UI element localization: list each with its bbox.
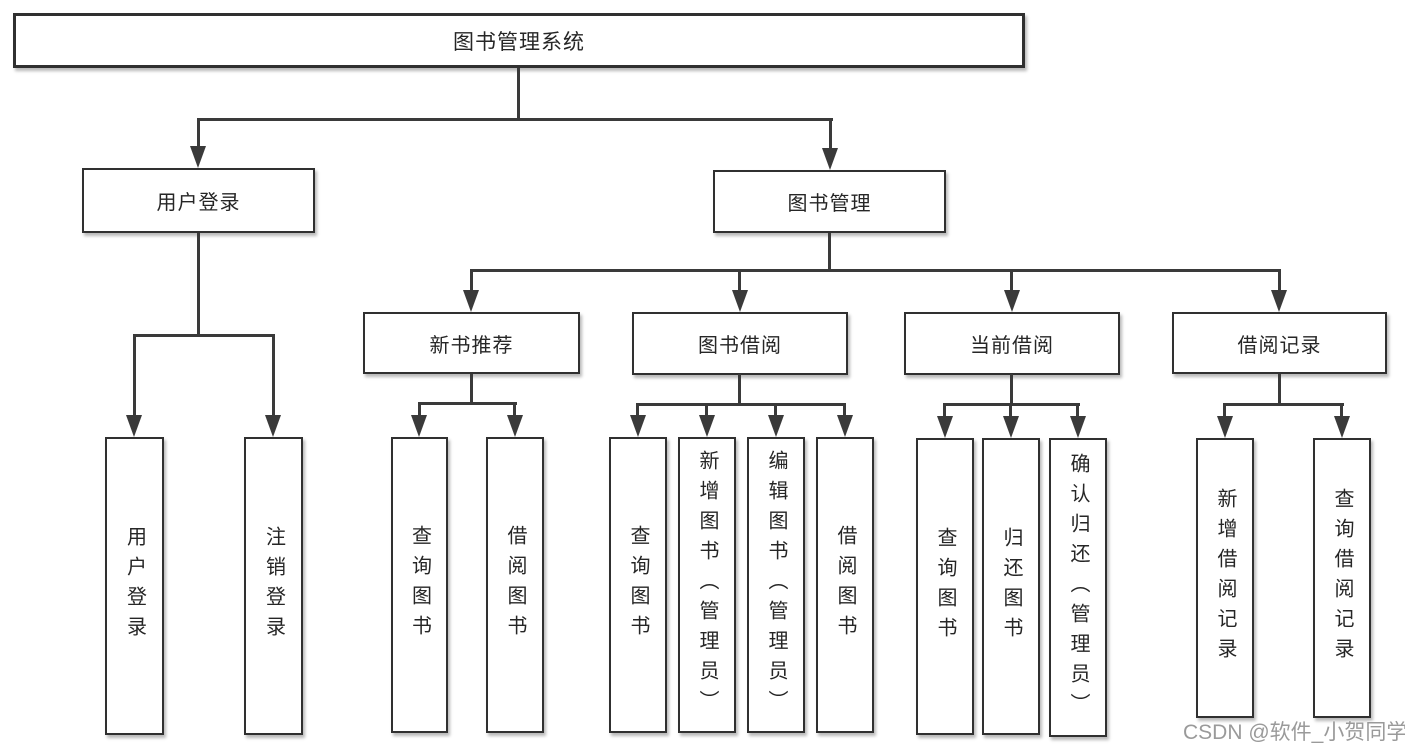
arrow-down-icon — [1217, 416, 1233, 438]
node-query-books-recommend: 查询图书 — [391, 437, 448, 733]
arrow-down-icon — [1334, 416, 1350, 438]
connector-line — [843, 403, 846, 416]
node-user-login: 用户登录 — [82, 168, 315, 233]
connector-line — [943, 403, 946, 417]
connector-line — [197, 118, 833, 121]
node-borrow-books-leaf: 借阅图书 — [816, 437, 874, 733]
arrow-down-icon — [837, 415, 853, 437]
arrow-down-icon — [463, 290, 479, 312]
connector-line — [738, 374, 741, 406]
arrow-down-icon — [937, 416, 953, 438]
connector-line — [1010, 269, 1013, 292]
connector-line — [272, 334, 275, 416]
arrow-down-icon — [1271, 290, 1287, 312]
node-book-borrowing: 图书借阅 — [632, 312, 848, 375]
node-borrow-books-recommend: 借阅图书 — [486, 437, 544, 733]
csdn-watermark: CSDN @软件_小贺同学 — [1183, 721, 1405, 744]
connector-line — [197, 233, 200, 335]
connector-line — [828, 233, 831, 271]
connector-line — [470, 374, 473, 404]
node-add-borrow-record: 新增借阅记录 — [1196, 438, 1254, 718]
connector-line — [1076, 403, 1079, 417]
connector-line — [513, 402, 516, 416]
node-query-books-borrowing: 查询图书 — [609, 437, 667, 733]
node-edit-books-admin: 编辑图书（管理员） — [747, 437, 805, 733]
arrow-down-icon — [732, 290, 748, 312]
connector-line — [197, 118, 200, 148]
arrow-down-icon — [1004, 290, 1020, 312]
connector-line — [133, 334, 275, 337]
node-query-borrow-record: 查询借阅记录 — [1313, 438, 1371, 718]
node-new-book-recommend: 新书推荐 — [363, 312, 580, 374]
connector-line — [418, 402, 517, 405]
node-add-books-admin: 新增图书（管理员） — [678, 437, 736, 733]
arrow-down-icon — [630, 415, 646, 437]
node-user-login-leaf: 用户登录 — [105, 437, 164, 735]
arrow-down-icon — [265, 415, 281, 437]
connector-line — [1340, 403, 1343, 417]
connector-line — [636, 403, 846, 406]
connector-line — [1278, 374, 1281, 406]
connector-line — [470, 269, 473, 292]
arrow-down-icon — [699, 415, 715, 437]
connector-line — [470, 269, 1281, 272]
arrow-down-icon — [507, 415, 523, 437]
node-confirm-return-admin: 确认归还（管理员） — [1049, 438, 1107, 737]
node-return-books: 归还图书 — [982, 438, 1040, 735]
node-logout-leaf: 注销登录 — [244, 437, 303, 735]
arrow-down-icon — [1003, 416, 1019, 438]
connector-line — [774, 403, 777, 416]
arrow-down-icon — [822, 148, 838, 170]
connector-line — [1223, 403, 1226, 417]
connector-line — [1009, 403, 1012, 417]
connector-line — [418, 402, 421, 416]
connector-line — [636, 403, 639, 416]
node-book-management-system: 图书管理系统 — [13, 13, 1025, 68]
connector-line — [829, 118, 832, 150]
arrow-down-icon — [190, 146, 206, 168]
arrow-down-icon — [411, 415, 427, 437]
node-query-books-current: 查询图书 — [916, 438, 974, 735]
arrow-down-icon — [126, 415, 142, 437]
node-book-management: 图书管理 — [713, 170, 946, 233]
connector-line — [1278, 269, 1281, 292]
connector-line — [1223, 403, 1344, 406]
connector-line — [133, 334, 136, 416]
connector-line — [1010, 374, 1013, 406]
node-current-borrowing: 当前借阅 — [904, 312, 1120, 375]
connector-line — [705, 403, 708, 416]
node-borrowing-records: 借阅记录 — [1172, 312, 1387, 374]
arrow-down-icon — [768, 415, 784, 437]
arrow-down-icon — [1070, 416, 1086, 438]
connector-line — [517, 68, 520, 120]
connector-line — [738, 269, 741, 292]
